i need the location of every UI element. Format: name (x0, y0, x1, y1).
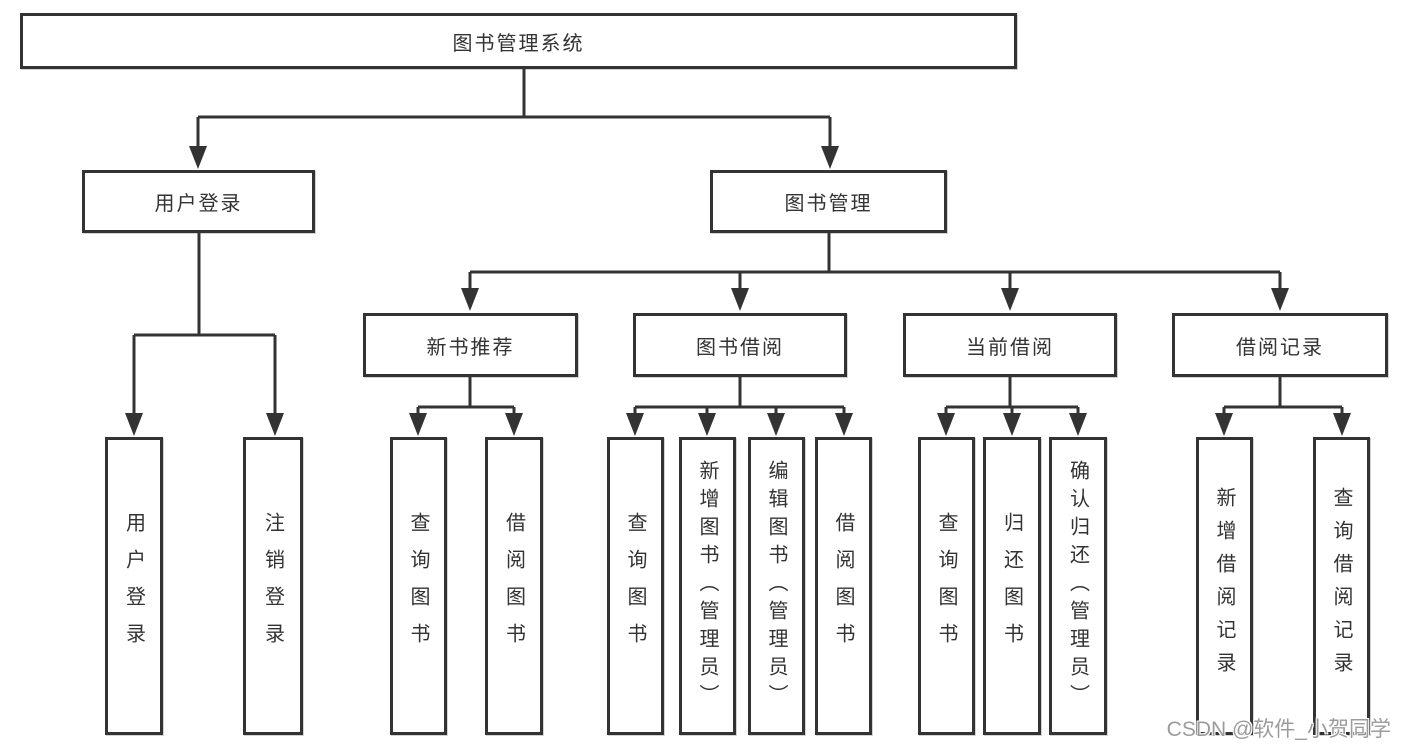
node-book-borrowing: 图书借阅 (633, 313, 847, 377)
arrowhead (767, 413, 785, 436)
arrowhead (698, 413, 716, 436)
leaf-confirm-return-admin: 确认归还（管理员） (1049, 437, 1107, 735)
arrowhead (461, 288, 479, 311)
node-borrowing-records: 借阅记录 (1172, 313, 1388, 377)
node-new-book-recommendation: 新书推荐 (363, 313, 578, 377)
leaf-query-borrow-record: 查询借阅记录 (1313, 437, 1370, 735)
arrowhead (626, 413, 644, 436)
arrowhead (1001, 288, 1019, 311)
leaf-query-books-current: 查询图书 (918, 437, 975, 735)
arrowhead (1333, 413, 1351, 436)
leaf-user-login: 用户登录 (105, 437, 163, 735)
arrowhead (189, 146, 207, 169)
node-library-management-system: 图书管理系统 (20, 13, 1017, 69)
node-book-management: 图书管理 (710, 170, 947, 233)
node-current-borrowing: 当前借阅 (903, 313, 1117, 377)
arrowhead (1003, 413, 1021, 436)
leaf-query-books-recommend: 查询图书 (390, 437, 447, 735)
leaf-borrow-books-recommend: 借阅图书 (485, 437, 543, 735)
arrowhead (505, 413, 523, 436)
arrowhead (1271, 288, 1289, 311)
connector-borrow-records-to-leaves (1222, 377, 1344, 417)
arrowhead (409, 413, 427, 436)
arrowhead (1215, 413, 1233, 436)
connector-root-to-level2 (196, 69, 832, 150)
arrowhead (937, 413, 955, 436)
leaf-borrow-books-borrowing: 借阅图书 (815, 437, 872, 735)
arrowhead (266, 413, 284, 436)
connector-book-borrow-to-leaves (633, 377, 846, 417)
connector-user-login-to-leaves (132, 233, 277, 417)
leaf-add-borrow-record: 新增借阅记录 (1196, 437, 1253, 735)
connector-new-book-to-leaves (416, 377, 516, 417)
connector-book-mgmt-to-level3 (468, 233, 1282, 292)
leaf-return-books: 归还图书 (983, 437, 1041, 735)
arrowhead (731, 288, 749, 311)
arrowhead (1069, 413, 1087, 436)
connector-current-borrow-to-leaves (944, 377, 1080, 417)
node-user-login: 用户登录 (82, 170, 315, 233)
leaf-query-books-borrowing: 查询图书 (607, 437, 664, 735)
leaf-edit-books-admin: 编辑图书（管理员） (748, 437, 805, 735)
csdn-watermark: CSDN @软件_小贺同学 (1166, 718, 1391, 741)
leaf-logout: 注销登录 (243, 437, 303, 735)
leaf-add-books-admin: 新增图书（管理员） (679, 437, 736, 735)
arrowhead (835, 413, 853, 436)
arrowhead (125, 413, 143, 436)
arrowhead (821, 146, 839, 169)
